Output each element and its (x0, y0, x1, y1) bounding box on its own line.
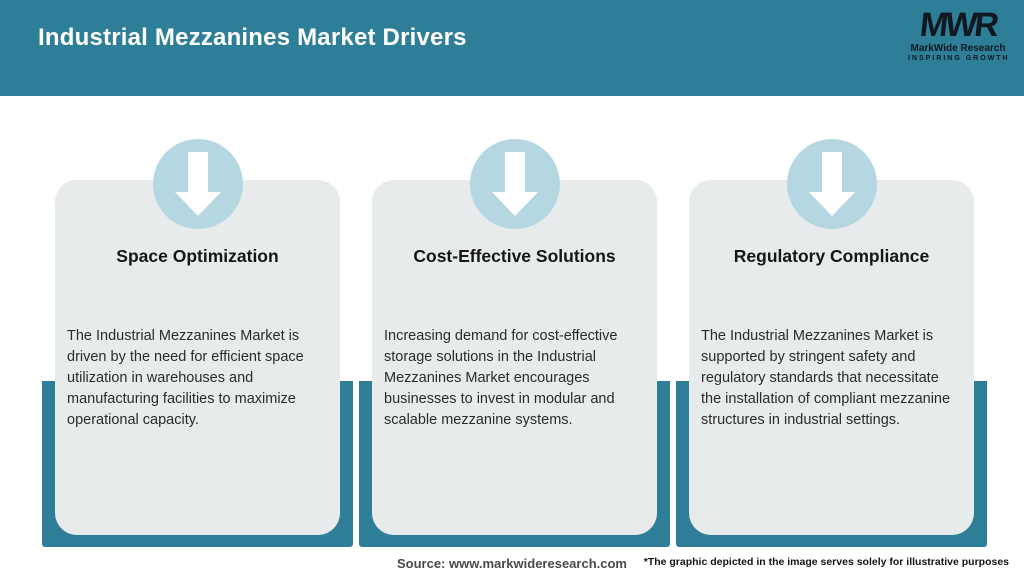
driver-card-regulatory-compliance: Regulatory Compliance The Industrial Mez… (676, 139, 987, 547)
icon-circle (786, 139, 877, 229)
markwide-research-logo: MWR MarkWide Research INSPIRING GROWTH (908, 6, 1010, 62)
header-bar: Industrial Mezzanines Market Drivers MWR… (0, 0, 1024, 96)
card-body: Space Optimization The Industrial Mezzan… (55, 180, 340, 535)
card-body: Cost-Effective Solutions Increasing dema… (372, 180, 657, 535)
icon-circle (152, 139, 243, 229)
card-description: The Industrial Mezzanines Market is driv… (67, 328, 304, 428)
disclaimer-text: *The graphic depicted in the image serve… (643, 556, 1009, 568)
card-title: Space Optimization (116, 246, 279, 266)
source-text: Source: www.markwideresearch.com (396, 556, 627, 571)
logo-tagline: INSPIRING GROWTH (908, 55, 1010, 62)
card-description: The Industrial Mezzanines Market is supp… (701, 328, 951, 428)
card-title: Cost-Effective Solutions (413, 246, 616, 266)
logo-name: MarkWide Research (910, 43, 1006, 54)
icon-circle (469, 139, 560, 229)
driver-card-space-optimization: Space Optimization The Industrial Mezzan… (42, 139, 353, 547)
logo-monogram: MWR (918, 6, 998, 44)
page-title: Industrial Mezzanines Market Drivers (38, 24, 467, 51)
card-description: Increasing demand for cost-effective sto… (384, 328, 618, 428)
driver-card-cost-effective-solutions: Cost-Effective Solutions Increasing dema… (359, 139, 670, 547)
card-title: Regulatory Compliance (733, 246, 930, 266)
card-body: Regulatory Compliance The Industrial Mez… (689, 180, 974, 535)
